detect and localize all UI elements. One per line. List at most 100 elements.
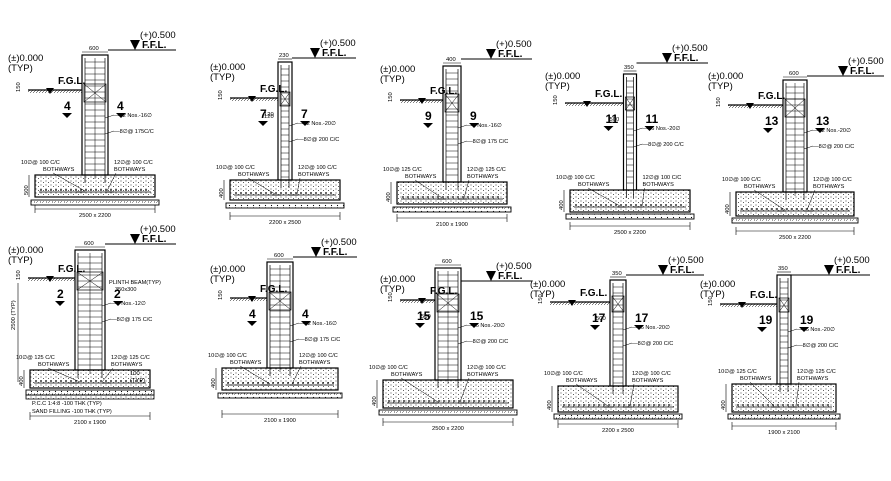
fgl-level: (±)0.000 <box>380 274 415 285</box>
section-marker-right: 11 <box>646 112 659 126</box>
mesh-bar-dot <box>45 189 47 191</box>
mesh-bar-dot <box>610 204 612 206</box>
sand-note: SAND FILLING -100 THK (TYP) <box>32 409 112 415</box>
plinth-beam <box>784 98 806 118</box>
ground-offset-label: 150 <box>553 95 559 105</box>
fgl-label: F.G.L. <box>750 290 777 301</box>
fgl-marker-icon <box>46 276 54 282</box>
base-right-label: 12∅@ 100 C/C <box>298 165 337 171</box>
mesh-bar-dot <box>645 204 647 206</box>
mesh-bar-dot <box>786 208 788 210</box>
mesh-bar-dot <box>140 189 142 191</box>
mesh-bar-dot <box>482 196 484 198</box>
plinth-beam-diag <box>784 98 806 118</box>
ground-hatch <box>230 298 267 301</box>
base-right-sub: BOTHWAYS <box>299 360 331 366</box>
base-left-sub: BOTHWAYS <box>566 378 598 384</box>
mesh-bar-dot <box>831 208 833 210</box>
fgl-level: (±)0.000 <box>380 64 415 75</box>
mesh-bar-dot <box>115 380 117 382</box>
footing-pad <box>382 379 514 409</box>
fgl-level: (±)0.000 <box>700 279 735 290</box>
base-right-label: 12∅@ 125 C/C <box>467 167 506 173</box>
mesh-bar-dot <box>796 208 798 210</box>
ffl-marker-icon <box>486 271 496 281</box>
footing-pad <box>34 174 156 198</box>
mesh-bar-dot <box>135 189 137 191</box>
mesh-bar-dot <box>643 404 645 406</box>
mesh-bar-dot <box>468 400 470 402</box>
mesh-bar-dot <box>811 208 813 210</box>
section-marker-right: 4 <box>117 99 124 113</box>
pcc-bed <box>217 392 343 399</box>
leader <box>575 383 609 407</box>
column-bars-label: —8 Nos.-12∅ <box>111 301 146 307</box>
mesh-bar-dot <box>467 196 469 198</box>
ffl-label: F.F.L. <box>850 66 875 77</box>
leader <box>749 381 775 407</box>
mesh-bar-dot <box>628 404 630 406</box>
mesh-bar-dot <box>312 382 314 384</box>
mesh-bar-dot <box>262 382 264 384</box>
mesh-bar-dot <box>448 400 450 402</box>
ties-label: —8∅@ 200 C/C <box>797 343 838 349</box>
fgl-level: (±)0.000 <box>545 71 580 82</box>
section-arrow-icon <box>300 121 310 126</box>
plinth-beam <box>625 96 635 111</box>
mesh-bar-dot <box>65 189 67 191</box>
mesh-bar-dot <box>453 400 455 402</box>
depth-label: 400 <box>372 396 378 406</box>
mesh-bar-dot <box>633 404 635 406</box>
mesh-bar-dot <box>302 382 304 384</box>
mesh-bar-dot <box>648 404 650 406</box>
base-left-sub: BOTHWAYS <box>405 174 437 180</box>
mesh-bar-dot <box>417 196 419 198</box>
mesh-bar-dot <box>50 380 52 382</box>
mesh-bar-dot <box>746 208 748 210</box>
mesh-bar-dot <box>270 192 272 194</box>
pcc-bed <box>553 413 683 420</box>
leader <box>457 340 468 345</box>
section-arrow-icon <box>116 113 126 118</box>
section-marker-left: 7 <box>260 107 267 121</box>
plinth-beam <box>83 83 107 103</box>
leader <box>457 124 468 129</box>
base-left-label: 10∅@ 100 C/C <box>722 177 761 183</box>
fgl-level: (±)0.000 <box>8 53 43 64</box>
base-right-sub: BOTHWAYS <box>298 172 330 178</box>
ffl-level: (+)0.500 <box>140 30 176 41</box>
ffl-marker-icon <box>658 265 668 275</box>
mesh-bar-dot <box>488 400 490 402</box>
mesh-bar-dot <box>240 192 242 194</box>
ground-offset-label: 150 <box>218 90 224 100</box>
column-outline <box>277 61 293 181</box>
mesh-bar-dot <box>821 208 823 210</box>
leader <box>101 302 112 307</box>
mesh-bar-dot <box>80 380 82 382</box>
ffl-level: (+)0.500 <box>496 261 532 272</box>
depth-label: 400 <box>547 400 553 410</box>
column-bars-label: —12 Nos.-16∅ <box>299 321 337 327</box>
mesh-bar-dot <box>70 380 72 382</box>
mesh-bar-dot <box>478 400 480 402</box>
fgl-label: F.G.L. <box>595 89 622 100</box>
mesh-bar-dot <box>250 192 252 194</box>
mesh-bar-dot <box>272 382 274 384</box>
fgl-label: F.G.L. <box>58 76 85 87</box>
section-marker-right: 19 <box>800 313 814 327</box>
column-width-label: 350 <box>624 65 634 71</box>
ffl-level: (+)0.500 <box>320 38 356 49</box>
mesh-bar-dot <box>90 189 92 191</box>
fgl-level: (±)0.000 <box>210 264 245 275</box>
pcc-bed <box>378 409 518 416</box>
leader <box>795 381 800 407</box>
section-marker-left: 15 <box>417 309 431 323</box>
base-left-label: 10∅@ 100 C/C <box>369 365 408 371</box>
leader <box>288 138 299 143</box>
base-right-sub: BOTHWAYS <box>467 372 499 378</box>
ground-offset-label: 150 <box>708 296 714 306</box>
mesh-bar-dot <box>265 192 267 194</box>
plinth-beam <box>279 91 291 107</box>
mesh-bar-dot <box>452 196 454 198</box>
